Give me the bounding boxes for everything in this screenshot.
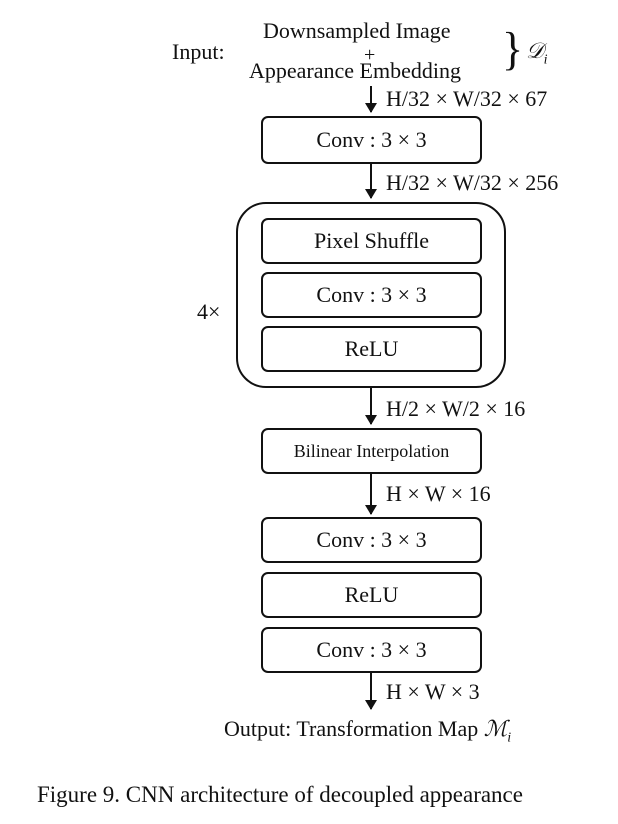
arrow-input-to-conv [365, 86, 377, 113]
output-map-symbol: ℳ [483, 717, 508, 742]
input-label: Input: [172, 39, 225, 64]
pixel-shuffle-block: Pixel Shuffle [261, 218, 482, 264]
conv-block-2: Conv : 3 × 3 [261, 517, 482, 563]
arrow-loop-to-bilinear [365, 388, 377, 425]
arrow-bilinear-to-conv [365, 474, 377, 515]
input-brace: } [502, 23, 524, 76]
conv-block-1: Conv : 3 × 3 [261, 116, 482, 164]
input-plus-sign: + [364, 44, 376, 66]
arrow-conv-to-loop [365, 164, 377, 199]
conv-block-loop: Conv : 3 × 3 [261, 272, 482, 318]
figure-caption: Figure 9. CNN architecture of decoupled … [37, 782, 523, 807]
dim-label-1: H/32 × W/32 × 67 [386, 86, 548, 111]
output-label: Output: Transformation Map ℳi [224, 718, 511, 745]
input-set-letter: 𝒟 [526, 39, 544, 64]
repeat-count-label: 4× [197, 299, 221, 324]
dim-label-2: H/32 × W/32 × 256 [386, 170, 559, 195]
dim-label-5: H × W × 3 [386, 679, 480, 704]
input-set-symbol: 𝒟i [526, 40, 547, 67]
input-line-downsampled-image: Downsampled Image [263, 18, 451, 43]
dim-label-4: H × W × 16 [386, 481, 491, 506]
relu-block-2: ReLU [261, 572, 482, 618]
input-set-subscript: i [543, 52, 548, 68]
relu-block-loop: ReLU [261, 326, 482, 372]
output-text: Output: Transformation Map [224, 716, 479, 741]
conv-block-3: Conv : 3 × 3 [261, 627, 482, 673]
dim-label-3: H/2 × W/2 × 16 [386, 396, 526, 421]
bilinear-interpolation-block: Bilinear Interpolation [261, 428, 482, 474]
input-line-appearance-embedding: Appearance Embedding [249, 58, 461, 83]
arrow-conv-to-output [365, 673, 377, 710]
output-map-subscript: i [507, 730, 512, 746]
repeat-group [236, 202, 506, 388]
